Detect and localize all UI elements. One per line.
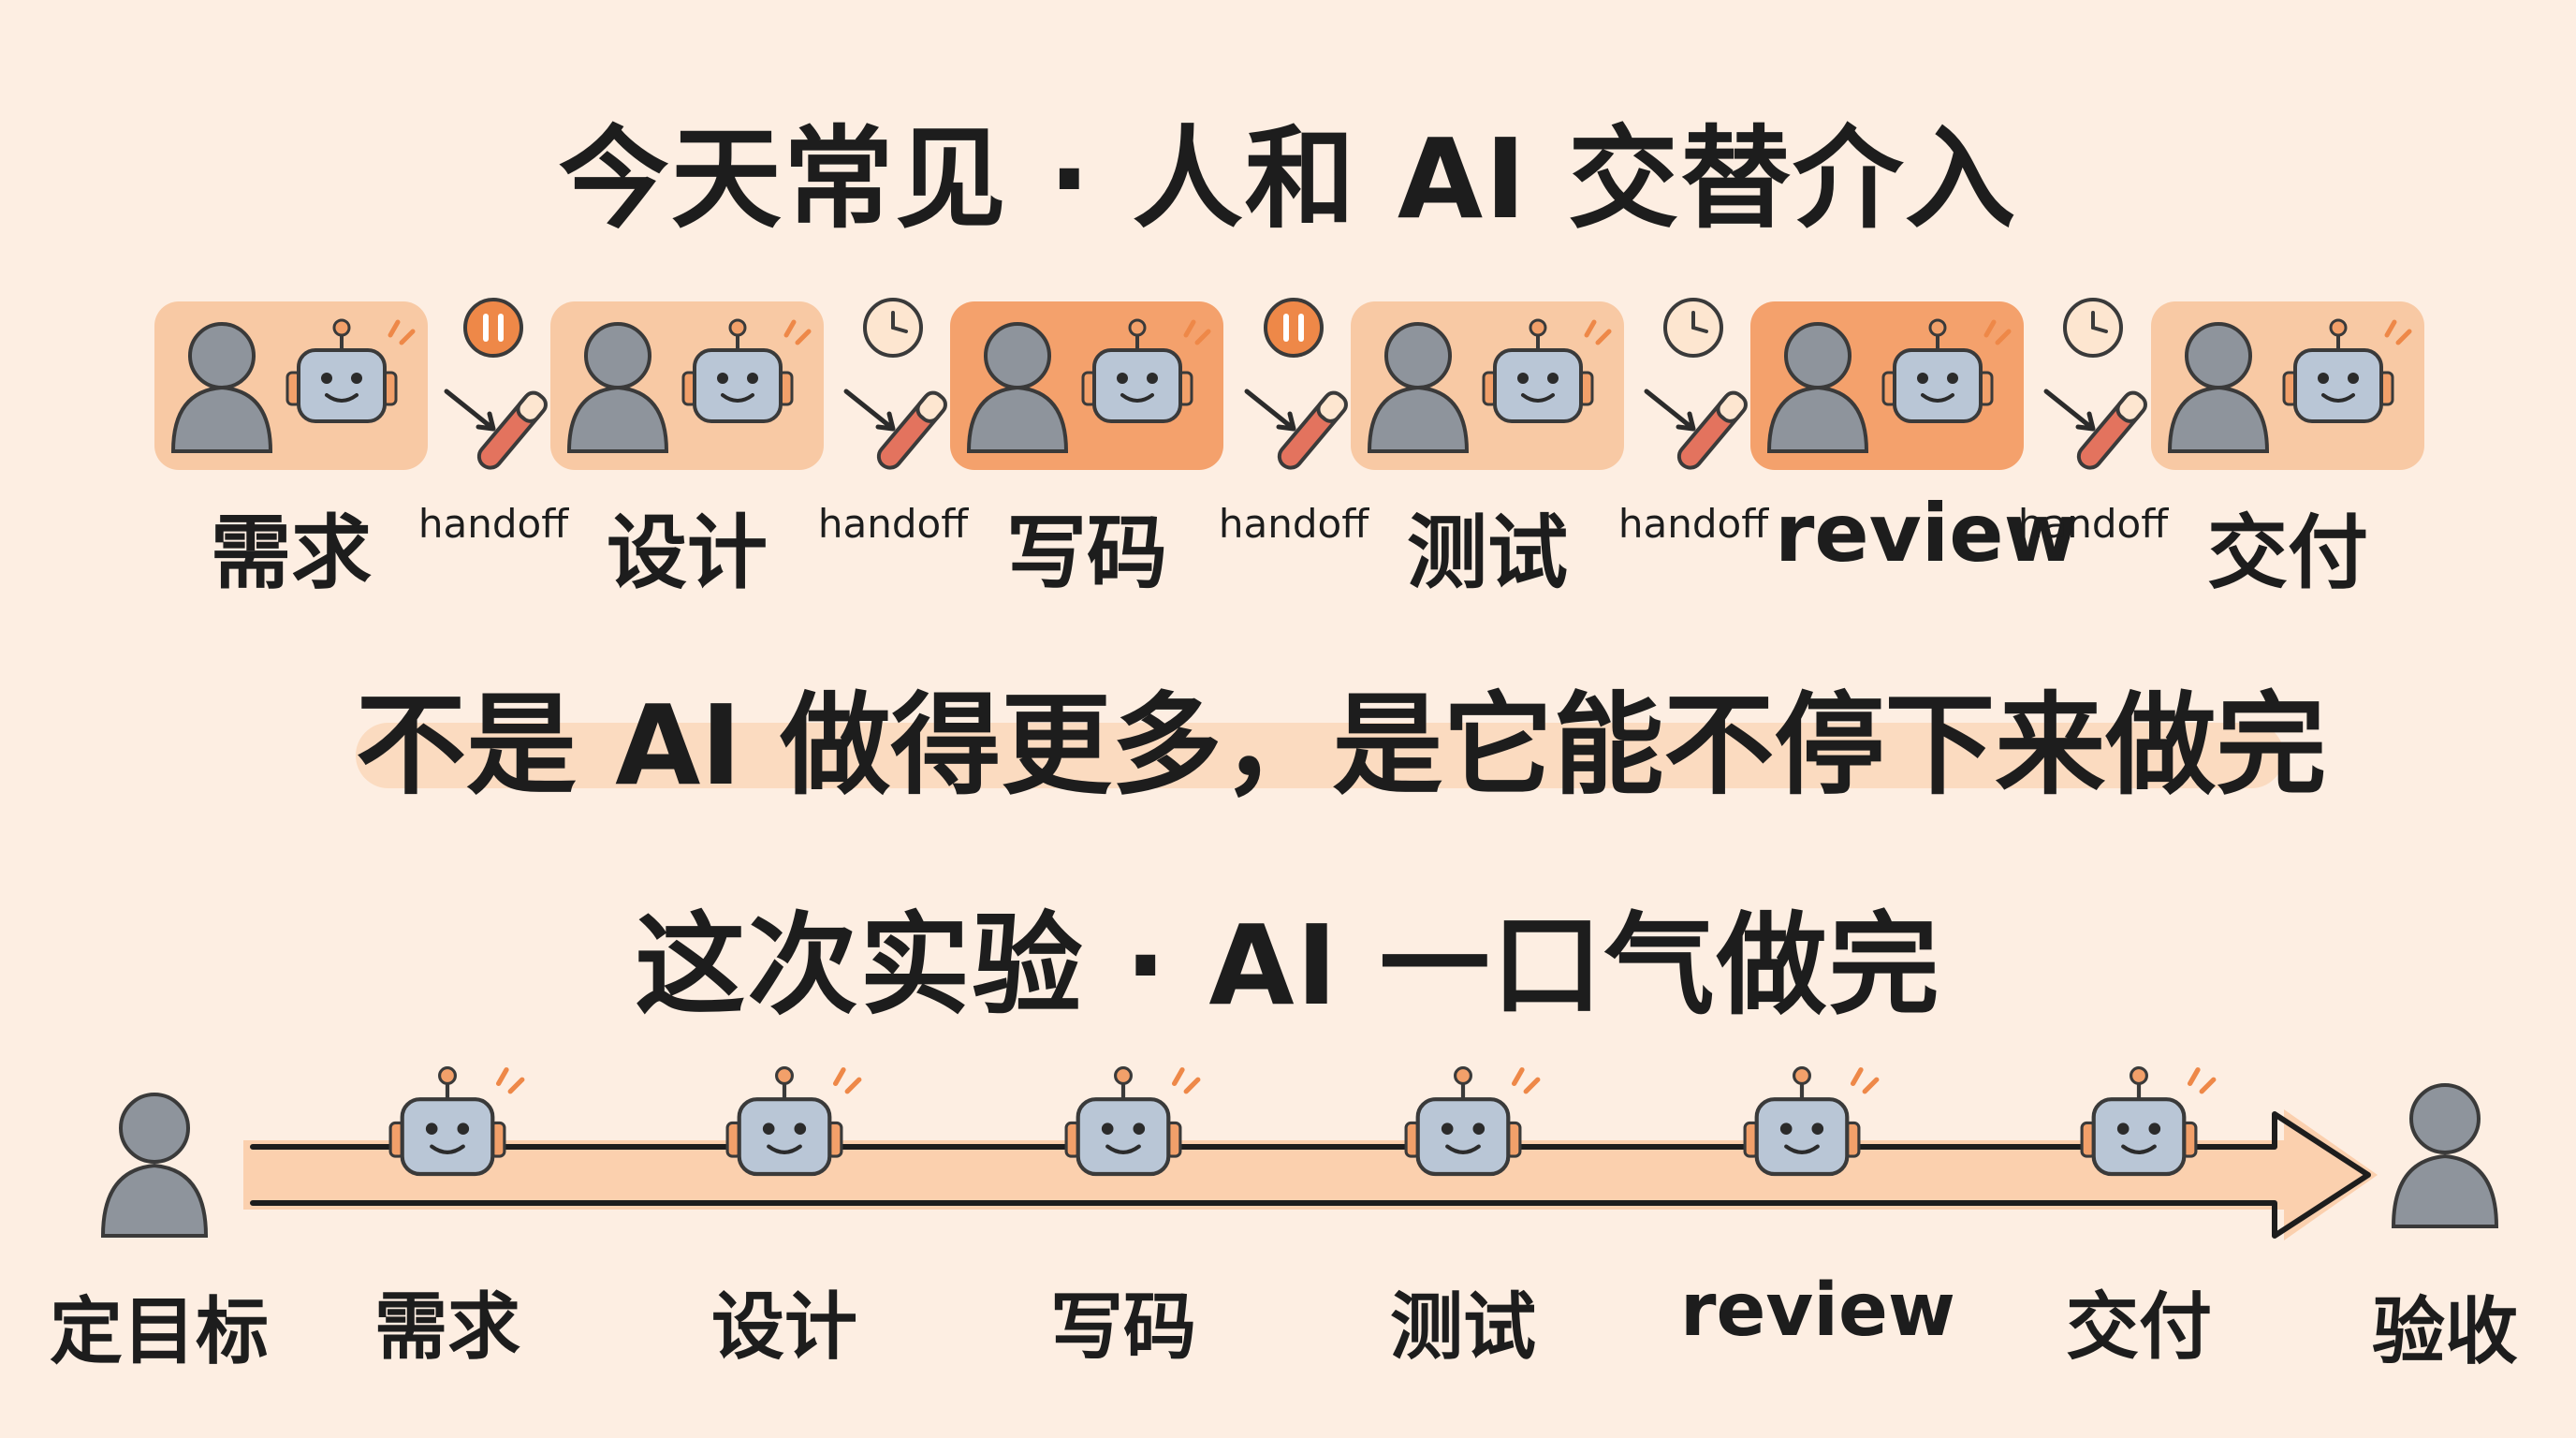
- title-bottom: 这次实验 · AI 一口气做完: [635, 901, 1941, 1030]
- baton-arrow-icon: [843, 389, 947, 470]
- top-stage-label: review: [1775, 487, 2079, 580]
- top-stage-label: 交付: [2207, 506, 2368, 600]
- robot-icon: [2080, 1066, 2217, 1177]
- handoff-label: handoff: [2017, 501, 2169, 547]
- baton-arrow-icon: [1244, 389, 1348, 470]
- bottom-stage-label: 测试: [1389, 1285, 1536, 1370]
- handoff-label: handoff: [417, 501, 569, 547]
- top-stage-label: 测试: [1407, 506, 1568, 600]
- baton-arrow-icon: [444, 389, 548, 470]
- robot-icon: [1404, 1066, 1541, 1177]
- pause-icon: [463, 298, 523, 358]
- robot-icon: [285, 318, 416, 423]
- person-icon: [1367, 322, 1470, 453]
- bottom-stage-label: 写码: [1049, 1285, 1196, 1370]
- person-icon: [170, 322, 273, 453]
- top-stage-label: 写码: [1006, 506, 1167, 600]
- pipeline-arrow-shadow: [243, 1109, 2378, 1240]
- robot-icon: [725, 1066, 862, 1177]
- person-icon: [966, 322, 1069, 453]
- title-top: 今天常见 · 人和 AI 交替介入: [558, 114, 2018, 243]
- person-icon: [1766, 322, 1869, 453]
- robot-icon: [681, 318, 812, 423]
- bottom-stage-label: 设计: [710, 1285, 857, 1370]
- robot-icon: [1064, 1066, 1201, 1177]
- baton-arrow-icon: [2043, 389, 2147, 470]
- handoff-label: handoff: [1617, 501, 1769, 547]
- robot-icon: [1743, 1066, 1880, 1177]
- slogan-area: 不是 AI 做得更多，是它能不停下来做完: [356, 655, 2327, 814]
- label-end: 验收: [2371, 1290, 2518, 1374]
- clock-icon: [2063, 298, 2123, 358]
- person-icon: [2167, 322, 2270, 453]
- robot-icon: [1482, 318, 1612, 423]
- bottom-stage-label: review: [1680, 1269, 1955, 1353]
- robot-icon: [1881, 318, 2012, 423]
- robot-icon: [2282, 318, 2412, 423]
- clock-icon: [1663, 298, 1723, 358]
- slogan-text: 不是 AI 做得更多，是它能不停下来做完: [356, 681, 2327, 810]
- person-icon: [566, 322, 669, 453]
- clock-icon: [863, 298, 923, 358]
- start-person-icon: [100, 1093, 209, 1238]
- robot-icon: [1081, 318, 1211, 423]
- slogan-highlight: [356, 723, 2284, 788]
- robot-icon: [388, 1066, 525, 1177]
- pipeline-arrow: [250, 1111, 2371, 1239]
- top-icons: [170, 298, 2412, 470]
- top-stage-label: 需求: [211, 506, 372, 600]
- handoff-label: handoff: [1218, 501, 1369, 547]
- label-start: 定目标: [49, 1290, 269, 1374]
- end-person-icon: [2391, 1083, 2499, 1228]
- top-stage-label: 设计: [607, 506, 768, 600]
- bottom-stage-label: 交付: [2065, 1285, 2212, 1370]
- pause-icon: [1264, 298, 1324, 358]
- handoff-label: handoff: [817, 501, 969, 547]
- bottom-stage-label: 需求: [373, 1285, 520, 1370]
- baton-arrow-icon: [1644, 389, 1748, 470]
